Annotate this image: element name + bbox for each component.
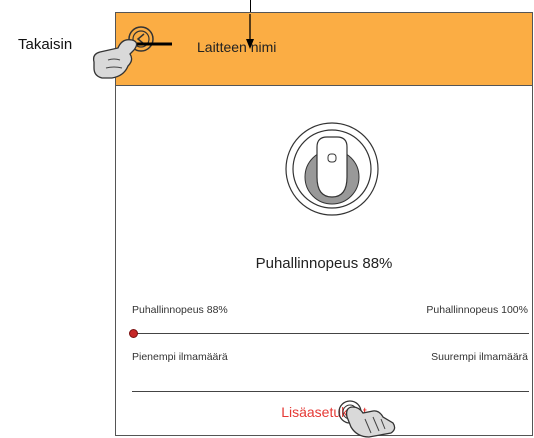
more-settings-link[interactable]: Lisäasetukset (281, 404, 367, 420)
divider (132, 391, 529, 392)
fan-speed-text: Puhallinnopeus 88% (255, 255, 393, 272)
app-header: Laitteen nimi (116, 13, 532, 86)
back-circle-icon[interactable] (126, 24, 156, 54)
pointing-hand-icon-bottom (338, 400, 396, 438)
fan-speed-slider-thumb[interactable] (129, 329, 138, 338)
slider-max-label: Puhallinnopeus 100% (426, 304, 528, 316)
device-screen: Laitteen nimi Puhallinnopeus 88% Puhalli… (115, 12, 533, 436)
device-name-title: Laitteen nimi (197, 39, 277, 55)
slider-left-caption: Pienempi ilmamäärä (132, 351, 228, 363)
fan-dial-icon[interactable] (284, 121, 380, 217)
slider-right-caption: Suurempi ilmamäärä (431, 351, 528, 363)
slider-min-label: Puhallinnopeus 88% (132, 304, 228, 316)
fan-speed-slider-track[interactable] (132, 333, 529, 334)
callout-line-device-name (250, 0, 251, 14)
arrow-down-icon (246, 14, 254, 49)
callout-back-label: Takaisin (18, 36, 73, 53)
pointing-hand-icon (92, 39, 172, 79)
